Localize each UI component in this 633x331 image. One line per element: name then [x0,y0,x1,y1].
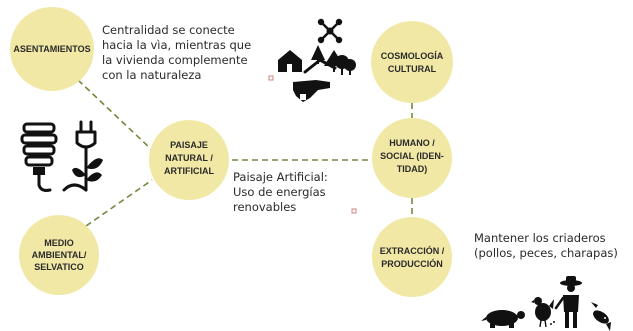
small-marker [268,75,274,81]
node-extraccion-line-2: PRODUCCIÓN [381,258,443,269]
node-medio-line-2: AMBIENTAL/ [32,250,87,260]
turtle-icon [481,310,525,328]
eco-bulb-icon [20,122,58,192]
node-humano-line-2: SOCIAL (IDEN- [380,151,444,161]
annotation-criaderos: Mantener los criaderos (pollos, peces, c… [474,231,618,260]
connectors [77,79,413,227]
annotation-criaderos-line-1: Mantener los criaderos [474,231,606,245]
chicken-icon [531,297,555,328]
annotation-paisaje-line-1: Paisaje Artificial: [233,170,328,184]
node-medio-line-3: SELVATICO [34,262,84,272]
annotation-paisaje-artificial: Paisaje Artificial: Uso de energías reno… [233,170,328,214]
handshake-icon [293,80,330,102]
node-paisaje-line-2: NATURAL / [165,153,213,163]
house-in-forest-icon [278,45,356,75]
annotation-centralidad-line-3: la vivienda complemente [102,53,248,67]
annotation-centralidad-line-2: hacia la vìa, mientras que [102,38,251,52]
annotation-centralidad-line-4: con la naturaleza [102,68,201,82]
small-marker [351,208,357,214]
fish-icon [591,302,611,331]
node-humano-line-3: TIDAD) [397,164,428,174]
node-paisaje-line-3: ARTIFICIAL [164,166,214,176]
farmer-icon [554,276,582,328]
node-cosmologia: COSMOLOGÍA CULTURAL [371,21,453,103]
node-asentamientos: ASENTAMIENTOS [10,7,94,91]
annotation-centralidad-line-1: Centralidad se conecte [102,23,235,37]
node-humano-social: HUMANO / SOCIAL (IDEN- TIDAD) [372,118,452,198]
node-humano-line-1: HUMANO / [389,138,435,148]
node-cosmologia-line-2: CULTURAL [388,64,437,74]
annotation-paisaje-line-3: renovables [233,200,296,214]
node-paisaje-line-1: PAISAJE [170,140,208,150]
node-medio-line-1: MEDIO [44,238,74,248]
node-paisaje: PAISAJE NATURAL / ARTIFICIAL [149,120,229,200]
drone-icon [317,18,343,44]
annotation-centralidad: Centralidad se conecte hacia la vìa, mie… [102,23,251,82]
connector-medio-paisaje [85,179,153,227]
leaf-plug-icon [62,120,103,192]
node-medio-ambiental: MEDIO AMBIENTAL/ SELVATICO [19,215,99,295]
node-asentamientos-label: ASENTAMIENTOS [13,44,90,54]
connector-asentamientos-paisaje [77,79,153,151]
annotation-criaderos-line-2: (pollos, peces, charapas) [474,246,618,260]
node-cosmologia-line-1: COSMOLOGÍA [381,51,444,61]
annotation-paisaje-line-2: Uso de energías [233,185,326,199]
node-extraccion: EXTRACCIÓN / PRODUCCIÓN [372,217,452,297]
node-extraccion-line-1: EXTRACCIÓN / [380,245,445,256]
